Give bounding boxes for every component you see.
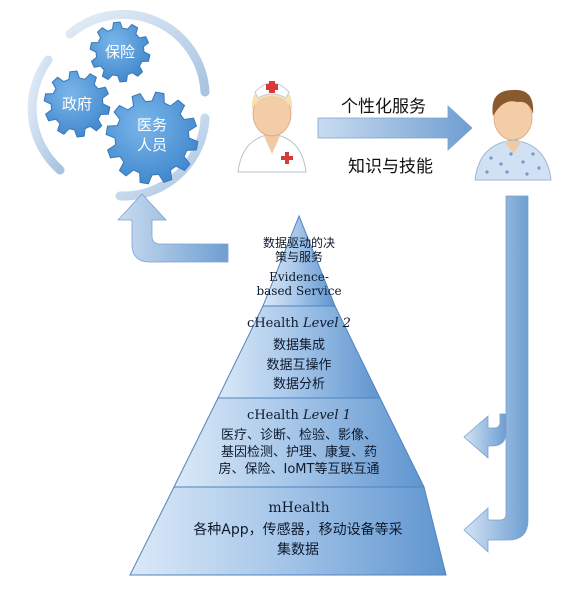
level1-line: 房、保险、IoMT等互联互通 [218,461,380,477]
gear-medical-staff-label-line1: 医务 [136,116,167,134]
level2-item: 数据分析 [272,377,325,392]
personalized-service-label: 个性化服务 [341,97,426,117]
level1-title-prefix: cHealth [247,408,303,423]
level2-title: cHealth Level 2 [219,316,379,331]
pyramid-top-cn-line1: 数据驱动的决 [262,236,335,250]
level1-title: cHealth Level 1 [199,408,399,423]
level2-item: 数据互操作 [266,357,332,373]
nurse-doctor-icon [237,81,307,173]
base-line: 各种App，传感器，移动设备等采 [193,522,403,538]
gear-cycle-ring [27,9,210,201]
gear-insurance-icon [89,21,151,83]
base-title: mHealth [268,500,330,516]
pyramid-top-cn: 数据驱动的决 策与服务 [219,236,379,264]
pyramid [129,214,447,576]
level1-line: 基因检测、护理、康复、药 [220,444,377,460]
pyramid-top-en: Evidence- based Service [219,270,379,298]
right-arrow [317,105,473,151]
base-line: 集数据 [277,542,319,559]
level1-items: 医疗、诊断、检验、影像、 基因检测、护理、康复、药 房、保险、IoMT等互联互通 [184,428,414,479]
level2-items: 数据集成 数据互操作 数据分析 [219,336,379,395]
level2-item: 数据集成 [272,338,325,353]
level2-title-level: Level 2 [303,316,351,331]
pyramid-top-en-line1: Evidence- [269,270,329,284]
pyramid-top-en-line2: based Service [256,284,342,299]
gear-government-label: 政府 [61,95,92,113]
level2-title-prefix: cHealth [247,316,303,331]
gear-insurance-label: 保险 [104,43,135,61]
data-flow-arrow-down [463,195,529,553]
base-text: 各种App，传感器，移动设备等采 集数据 [160,520,436,561]
gear-medical-staff-label-line2: 人员 [136,136,167,155]
feedback-arrow-up [117,193,229,263]
patient-icon [474,89,552,181]
pyramid-tier-base [129,486,447,576]
level1-title-level: Level 1 [303,408,351,423]
gear-government-icon [43,70,111,138]
gear-medical-staff-label: 医务 人员 [130,115,174,156]
pyramid-top-cn-line2: 策与服务 [274,250,323,265]
knowledge-skills-label: 知识与技能 [348,157,433,177]
level1-line: 医疗、诊断、检验、影像、 [220,428,377,443]
gear-medical-staff-icon [105,91,199,185]
